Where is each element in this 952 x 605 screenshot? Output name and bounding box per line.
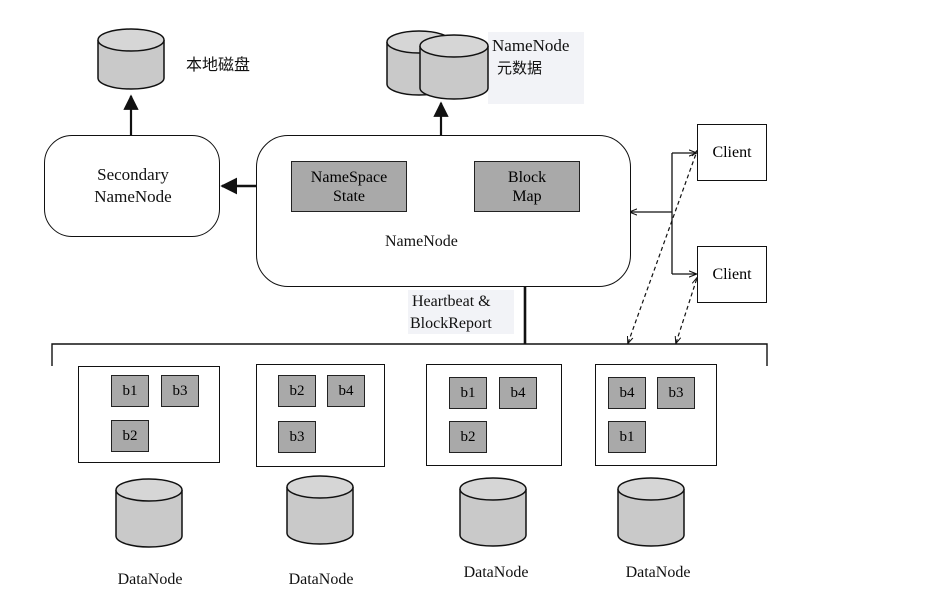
block-item: b4	[608, 377, 646, 409]
heartbeat-label-line2: BlockReport	[410, 315, 492, 332]
label-background-shade	[408, 290, 514, 334]
secondary-namenode-box: Secondary NameNode	[44, 135, 220, 237]
secondary-namenode-label-line1: Secondary	[97, 165, 169, 184]
block-map-label-line1: Block	[507, 168, 547, 186]
local-disk-label: 本地磁盘	[186, 55, 251, 74]
datanodes-bracket	[51, 343, 768, 366]
datanode-disk-icon	[286, 475, 354, 545]
datanode-disk-icon	[459, 477, 527, 547]
namespace-state-label-line2: State	[333, 187, 365, 205]
client-datanode-dashed-links	[628, 151, 697, 343]
block-item: b3	[657, 377, 695, 409]
datanode-label: DataNode	[463, 564, 529, 581]
datanode-box: b1 b4 b2	[426, 364, 562, 466]
block-item: b4	[327, 375, 365, 407]
datanode-disk-icon	[115, 478, 183, 548]
namespace-state-label-line1: NameSpace	[310, 168, 388, 186]
block-item: b1	[449, 377, 487, 409]
client-label: Client	[712, 143, 752, 161]
datanode-box: b2 b4 b3	[256, 364, 385, 467]
block-item: b2	[111, 420, 149, 452]
local-disk-icon	[97, 28, 165, 90]
heartbeat-label-line1: Heartbeat &	[412, 293, 491, 310]
datanode-label: DataNode	[625, 564, 691, 581]
metadata-label-line1: NameNode	[492, 36, 570, 55]
datanode-label: DataNode	[288, 571, 354, 588]
block-item: b2	[278, 375, 316, 407]
block-item: b3	[161, 375, 199, 407]
block-map-box: Block Map	[474, 161, 580, 212]
datanode-disk-icon	[617, 477, 685, 547]
datanode-box: b1 b3 b2	[78, 366, 220, 463]
block-item: b1	[111, 375, 149, 407]
client-label: Client	[712, 265, 752, 283]
namenode-box: NameSpace State Block Map NameNode	[256, 135, 631, 287]
block-item: b2	[449, 421, 487, 453]
datanode-box: b4 b3 b1	[595, 364, 717, 466]
namenode-label: NameNode	[385, 233, 458, 250]
block-item: b4	[499, 377, 537, 409]
metadata-label-line2: 元数据	[497, 59, 543, 77]
label-background-shade	[488, 32, 584, 104]
namespace-state-box: NameSpace State	[291, 161, 407, 212]
datanode-label: DataNode	[117, 571, 183, 588]
client-box: Client	[697, 246, 767, 303]
secondary-namenode-label-line2: NameNode	[94, 187, 172, 206]
metadata-disk-icon	[386, 30, 489, 100]
block-item: b3	[278, 421, 316, 453]
client-box: Client	[697, 124, 767, 181]
block-item: b1	[608, 421, 646, 453]
block-map-label-line2: Map	[512, 187, 542, 205]
client-connectors	[630, 153, 696, 274]
